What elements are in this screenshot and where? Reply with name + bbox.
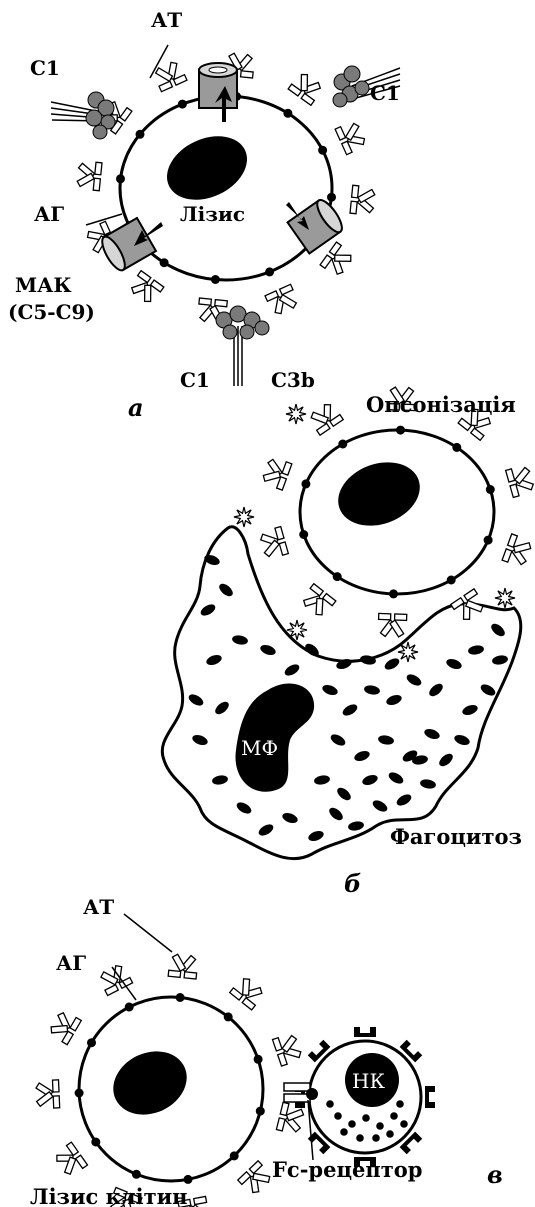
c1-complex-bottom <box>216 306 269 386</box>
c3b-opsonin-star <box>287 620 307 640</box>
antibody <box>97 962 132 995</box>
antibody <box>272 1032 303 1066</box>
c3b-opsonin-star <box>398 642 418 662</box>
panel-letter-a: а <box>128 393 144 422</box>
antibody <box>168 953 198 978</box>
label-phagocytosis: Фагоцитоз <box>390 824 522 849</box>
antibody <box>378 613 407 637</box>
antibody <box>320 242 355 278</box>
label-at-a: АТ <box>151 8 182 32</box>
panel-b: МФ Опсонізація Фагоцитоз б <box>162 387 535 898</box>
at-pointer-c <box>124 914 172 952</box>
macrophage-label: МФ <box>241 736 278 760</box>
antibody <box>259 527 289 560</box>
label-c1-bottom: С1 <box>180 368 210 392</box>
label-fc-receptor: Fc-рецептор <box>272 1157 422 1182</box>
antibody <box>238 1161 274 1197</box>
label-opsonization: Опсонізація <box>366 392 516 417</box>
antibody <box>230 975 266 1010</box>
c1-complex-left <box>51 92 115 139</box>
antibody <box>506 464 535 497</box>
antibody <box>350 185 375 215</box>
antibody <box>36 1080 60 1109</box>
label-ag-a: АГ <box>34 202 64 226</box>
label-mak-line1: МАК <box>15 273 72 297</box>
antibody <box>128 271 164 306</box>
antibody <box>300 584 336 619</box>
label-cell-lysis: Лізис клітин <box>30 1184 188 1207</box>
label-c1-right: С1 <box>370 81 400 105</box>
antibody <box>76 161 101 191</box>
antibody <box>335 120 367 155</box>
nk-label: НК <box>352 1069 385 1093</box>
label-c3b: С3b <box>271 368 315 392</box>
c3b-opsonin-star <box>286 404 306 424</box>
antibody <box>307 401 343 436</box>
antibody <box>47 1009 81 1045</box>
c3b-opsonin-star <box>495 588 515 608</box>
antibody <box>261 456 292 490</box>
label-mak-line2: (С5-С9) <box>8 300 95 324</box>
panel-a: АТ С1 С1 АГ Лізис МАК (С5-С9) С1 С3b а <box>8 8 400 422</box>
label-ag-c: АГ <box>56 951 86 975</box>
antibody <box>265 284 300 316</box>
antibody <box>288 70 324 105</box>
antibody <box>53 1142 88 1178</box>
label-lysis: Лізис <box>180 202 245 226</box>
label-at-c: АТ <box>83 895 114 919</box>
panel-letter-c: в <box>487 1160 503 1189</box>
label-c1-left: С1 <box>30 56 60 80</box>
antibody <box>502 534 533 568</box>
c3b-opsonin-star <box>234 507 254 527</box>
panel-letter-b: б <box>344 869 361 898</box>
panel-c: НК АТ АГ Fc-рецептор в Лізис клітин <box>30 895 503 1207</box>
